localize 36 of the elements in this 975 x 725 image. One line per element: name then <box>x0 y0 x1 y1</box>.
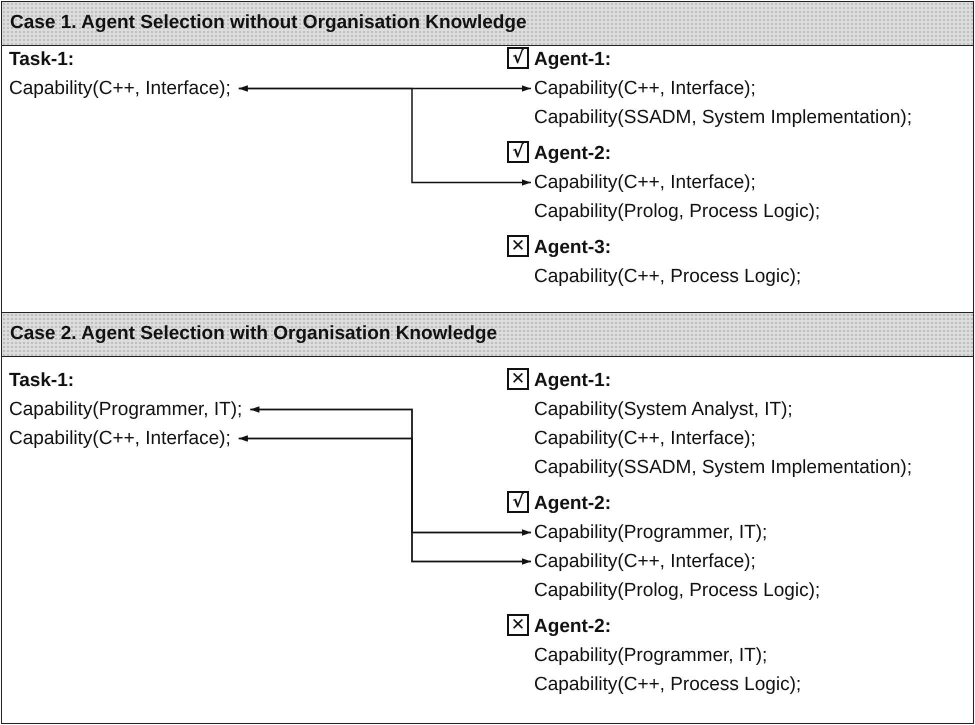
entry-heading: Agent-3: <box>534 236 612 260</box>
entry-heading: Agent-1: <box>534 48 612 72</box>
capability-text: Capability(Programmer, IT); <box>534 518 768 547</box>
entry-heading: Task-1: <box>9 369 74 393</box>
capability-text: Capability(C++, Interface); <box>534 74 756 103</box>
connector-arrow <box>238 435 531 565</box>
status-mark: √ <box>507 47 529 69</box>
status-mark: √ <box>507 491 529 513</box>
capability-text: Capability(Prolog, Process Logic); <box>534 576 820 605</box>
capability-text: Capability(C++, Interface); <box>534 547 756 576</box>
capability-text: Capability(SSADM, System Implementation); <box>534 103 912 132</box>
entry-heading: Agent-2: <box>534 142 612 166</box>
capability-text: Capability(Prolog, Process Logic); <box>534 197 820 226</box>
entry-heading: Task-1: <box>9 48 74 72</box>
panel <box>1 312 974 724</box>
capability-text: Capability(Programmer, IT); <box>9 395 242 424</box>
capability-text: Capability(C++, Process Logic); <box>534 670 802 699</box>
capability-text: Capability(C++, Process Logic); <box>534 262 802 291</box>
entry-heading: Agent-2: <box>534 492 612 516</box>
status-mark: ✕ <box>507 235 529 257</box>
status-mark: ✕ <box>507 368 529 390</box>
entry-heading: Agent-2: <box>534 615 612 639</box>
capability-text: Capability(C++, Interface); <box>534 424 756 453</box>
status-mark: ✕ <box>507 614 529 636</box>
capability-text: Capability(SSADM, System Implementation); <box>534 453 912 482</box>
panel-heading: Case 1. Agent Selection without Organisation Knowledge <box>2 2 973 46</box>
panel-heading: Case 2. Agent Selection with Organisation Knowledge <box>2 313 973 357</box>
capability-text: Capability(C++, Interface); <box>534 168 756 197</box>
capability-text: Capability(C++, Interface); <box>9 74 231 103</box>
capability-text: Capability(System Analyst, IT); <box>534 395 793 424</box>
status-mark: √ <box>507 141 529 163</box>
capability-text: Capability(Programmer, IT); <box>534 641 768 670</box>
panel <box>1 1 974 313</box>
connector-arrow <box>238 85 531 186</box>
entry-heading: Agent-1: <box>534 369 612 393</box>
capability-text: Capability(C++, Interface); <box>9 424 231 453</box>
